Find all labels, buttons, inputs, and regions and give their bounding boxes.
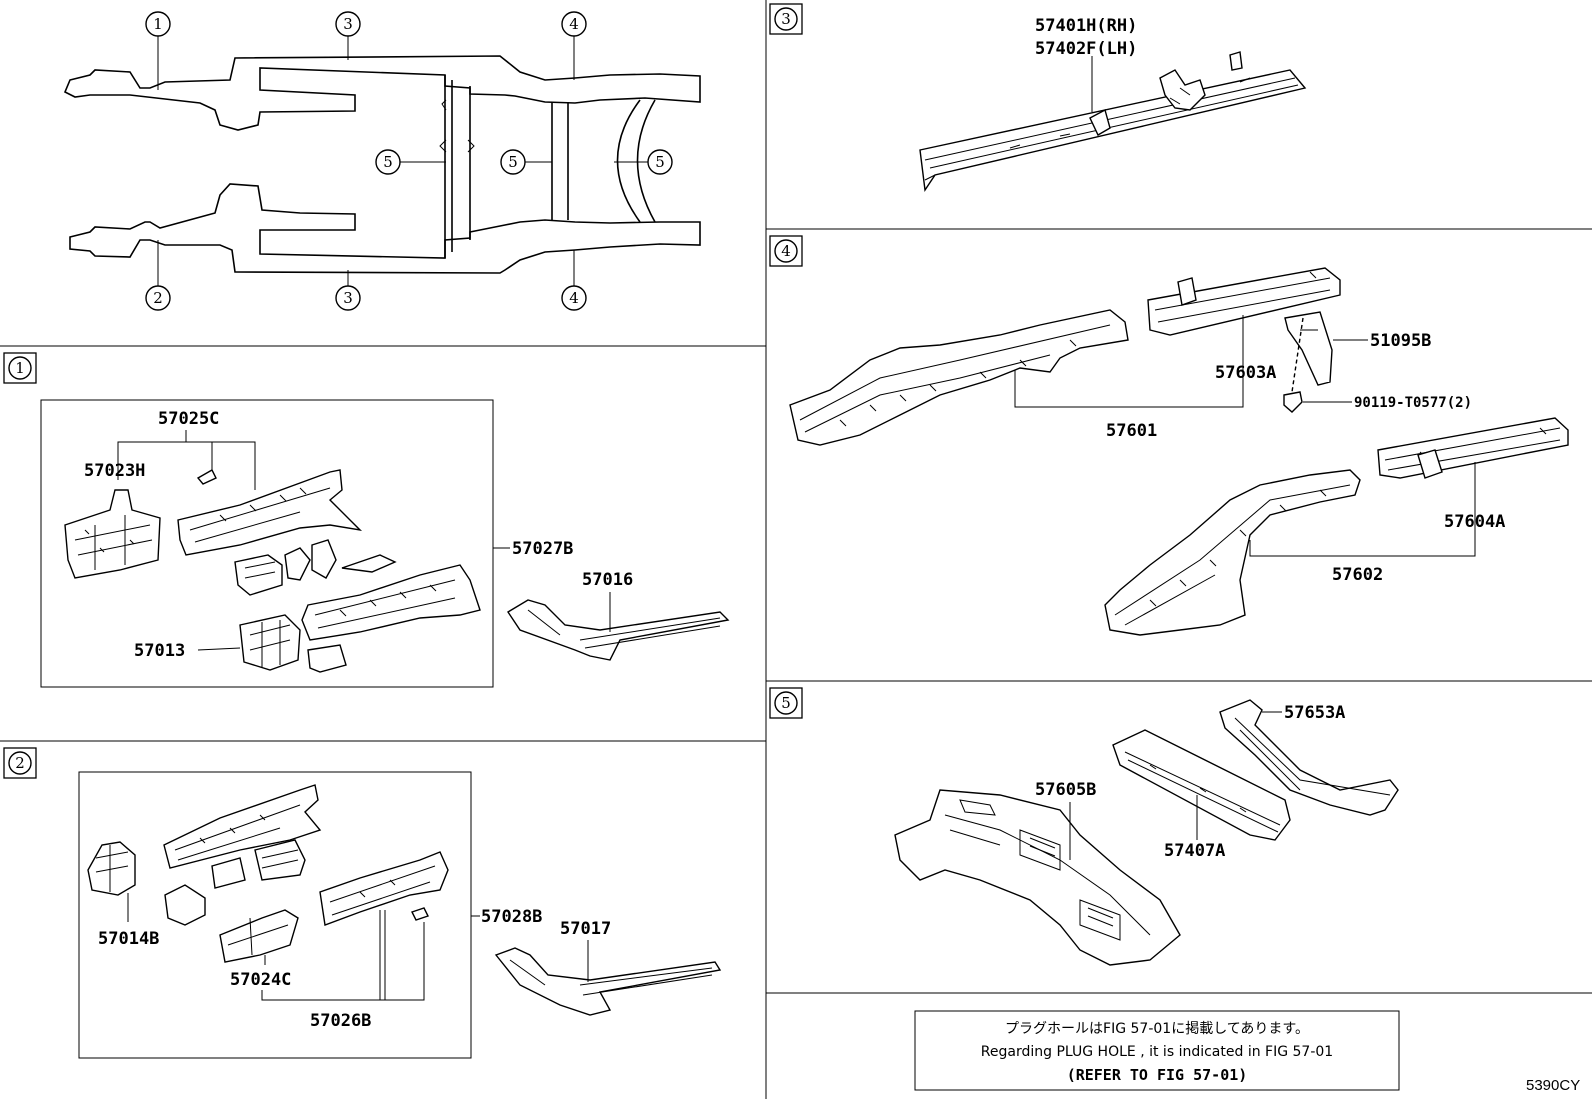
callout-circle-5-left[interactable]: [375, 149, 401, 175]
label-57401H[interactable]: 57401H(RH): [1035, 16, 1137, 36]
callout-circle-1-top[interactable]: [145, 11, 171, 37]
callout-2-top-label: 2: [153, 289, 163, 307]
label-57601[interactable]: 57601: [1106, 421, 1157, 441]
label-57026B[interactable]: 57026B: [310, 1011, 371, 1031]
label-57653A[interactable]: 57653A: [1284, 703, 1345, 723]
label-51095B[interactable]: 51095B: [1370, 331, 1431, 351]
label-57402F[interactable]: 57402F(LH): [1035, 39, 1137, 59]
callout-circle-3-lower[interactable]: [335, 285, 361, 311]
callout-5-mid-label: 5: [508, 153, 518, 171]
label-57024C[interactable]: 57024C: [230, 970, 291, 990]
callout-4-lower-label: 4: [569, 289, 579, 307]
callout-3-lower-label: 3: [343, 289, 353, 307]
frame-overview: [63, 55, 701, 274]
label-57023H[interactable]: 57023H: [84, 461, 145, 481]
section-5-tag[interactable]: 5: [781, 694, 791, 712]
callout-circle-4-lower[interactable]: [561, 285, 587, 311]
label-57602[interactable]: 57602: [1332, 565, 1383, 585]
note-line-en: Regarding PLUG HOLE , it is indicated in…: [981, 1044, 1333, 1060]
section-4-tag[interactable]: 4: [781, 242, 791, 260]
callout-circle-3-upper[interactable]: [335, 11, 361, 37]
label-57605B[interactable]: 57605B: [1035, 780, 1096, 800]
section-2-parts: 57014B 57024C 57026B 57028B 57017: [78, 771, 722, 1059]
callout-circle-4-upper[interactable]: [561, 11, 587, 37]
label-57027B[interactable]: 57027B: [512, 539, 573, 559]
label-57016[interactable]: 57016: [582, 570, 633, 590]
callout-3-upper-label: 3: [343, 15, 353, 33]
callout-circle-2-top[interactable]: [145, 285, 171, 311]
label-57014B[interactable]: 57014B: [98, 929, 159, 949]
callout-1-top-label: 1: [153, 15, 163, 33]
callout-circle-5-right[interactable]: [647, 149, 673, 175]
label-57017[interactable]: 57017: [560, 919, 611, 939]
section-4-parts: 57601 51095B 57603A 90119-T0577(2) 57604…: [789, 267, 1569, 636]
callout-5-left-label: 5: [383, 153, 393, 171]
label-57013[interactable]: 57013: [134, 641, 185, 661]
callout-4-upper-label: 4: [569, 15, 579, 33]
note-line-jp: プラグホールはFIG 57-01に掲載してあります。: [1005, 1021, 1309, 1037]
callout-5-right-label: 5: [655, 153, 665, 171]
label-57028B[interactable]: 57028B: [481, 907, 542, 927]
note-refer-link[interactable]: (REFER TO FIG 57-01): [1067, 1066, 1248, 1084]
label-57025C[interactable]: 57025C: [158, 409, 219, 429]
section-5-parts: 57653A 57605B 57407A: [894, 699, 1399, 966]
section-2-tag[interactable]: 2: [15, 754, 25, 772]
section-1-parts: 57025C 57023H 57027B 57013 57016: [40, 399, 730, 688]
section-tags: 1 2 3 4 5: [3, 3, 803, 779]
label-90119-T0577[interactable]: 90119-T0577(2): [1354, 395, 1472, 411]
diagram-code: 5390CY: [1526, 1077, 1580, 1094]
callout-circle-5-mid[interactable]: [500, 149, 526, 175]
label-57407A[interactable]: 57407A: [1164, 841, 1225, 861]
section-1-tag[interactable]: 1: [15, 359, 25, 377]
overview-callouts: 1 2 3 3 4 4 5 5 5: [145, 11, 673, 311]
section-3-tag[interactable]: 3: [781, 10, 791, 28]
plug-hole-note: プラグホールはFIG 57-01に掲載してあります。 Regarding PLU…: [914, 1010, 1400, 1091]
label-57604A[interactable]: 57604A: [1444, 512, 1505, 532]
label-57603A[interactable]: 57603A: [1215, 363, 1276, 383]
section-3-rail: 57401H(RH) 57402F(LH): [919, 16, 1307, 192]
